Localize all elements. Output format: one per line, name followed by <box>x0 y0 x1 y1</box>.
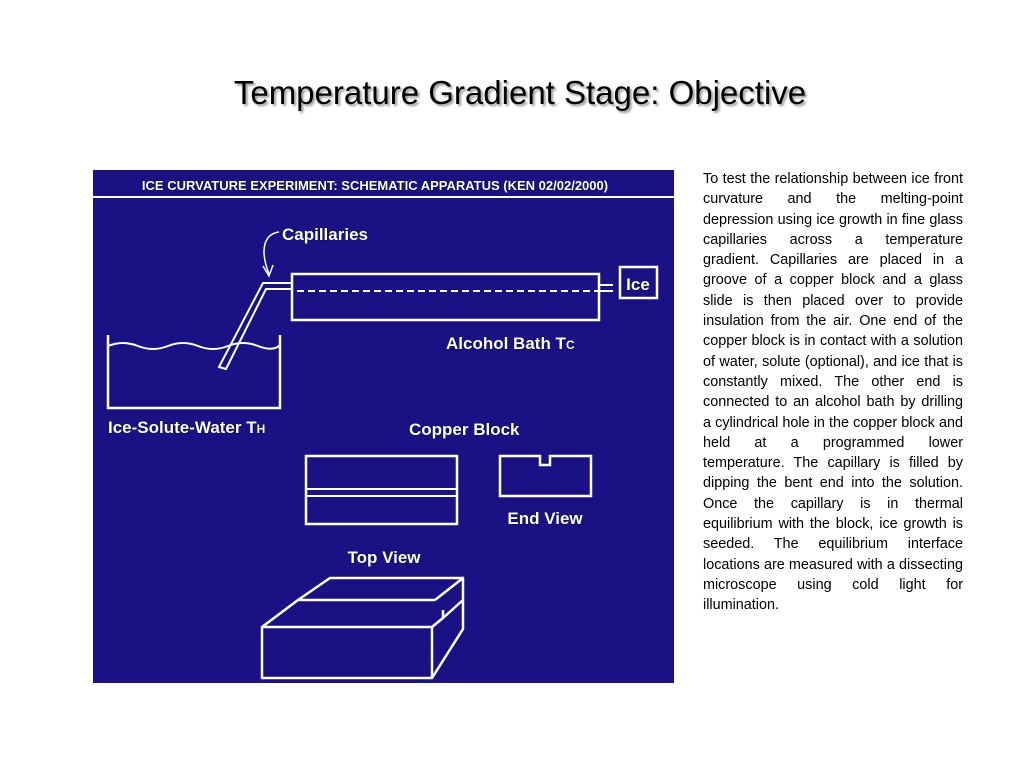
top-view-label: Top View <box>347 548 421 567</box>
ice-box <box>618 265 659 300</box>
ice-label: Ice <box>626 275 650 294</box>
bent-capillary <box>217 282 292 371</box>
capillaries-label: Capillaries <box>282 225 368 244</box>
diagram-header: ICE CURVATURE EXPERIMENT: SCHEMATIC APPA… <box>142 178 608 193</box>
objective-description: To test the relationship between ice fro… <box>703 171 963 614</box>
alcohol-bath-label: Alcohol Bath TC <box>446 334 575 353</box>
end-view-label: End View <box>507 509 583 528</box>
alcohol-bath-tube <box>290 272 601 322</box>
end-view-block <box>498 454 593 498</box>
slide-title: Temperature Gradient Stage: Objective <box>233 74 807 111</box>
copper-block-label: Copper Block <box>409 420 520 439</box>
apparatus-diagram: ICE CURVATURE EXPERIMENT: SCHEMATIC APPA… <box>93 170 674 683</box>
solution-container <box>106 335 282 410</box>
solution-surface <box>107 342 281 350</box>
ice-solute-water-label: Ice-Solute-Water TH <box>108 418 265 437</box>
capillaries-arrow <box>263 231 280 275</box>
isometric-copper-block <box>260 576 465 680</box>
